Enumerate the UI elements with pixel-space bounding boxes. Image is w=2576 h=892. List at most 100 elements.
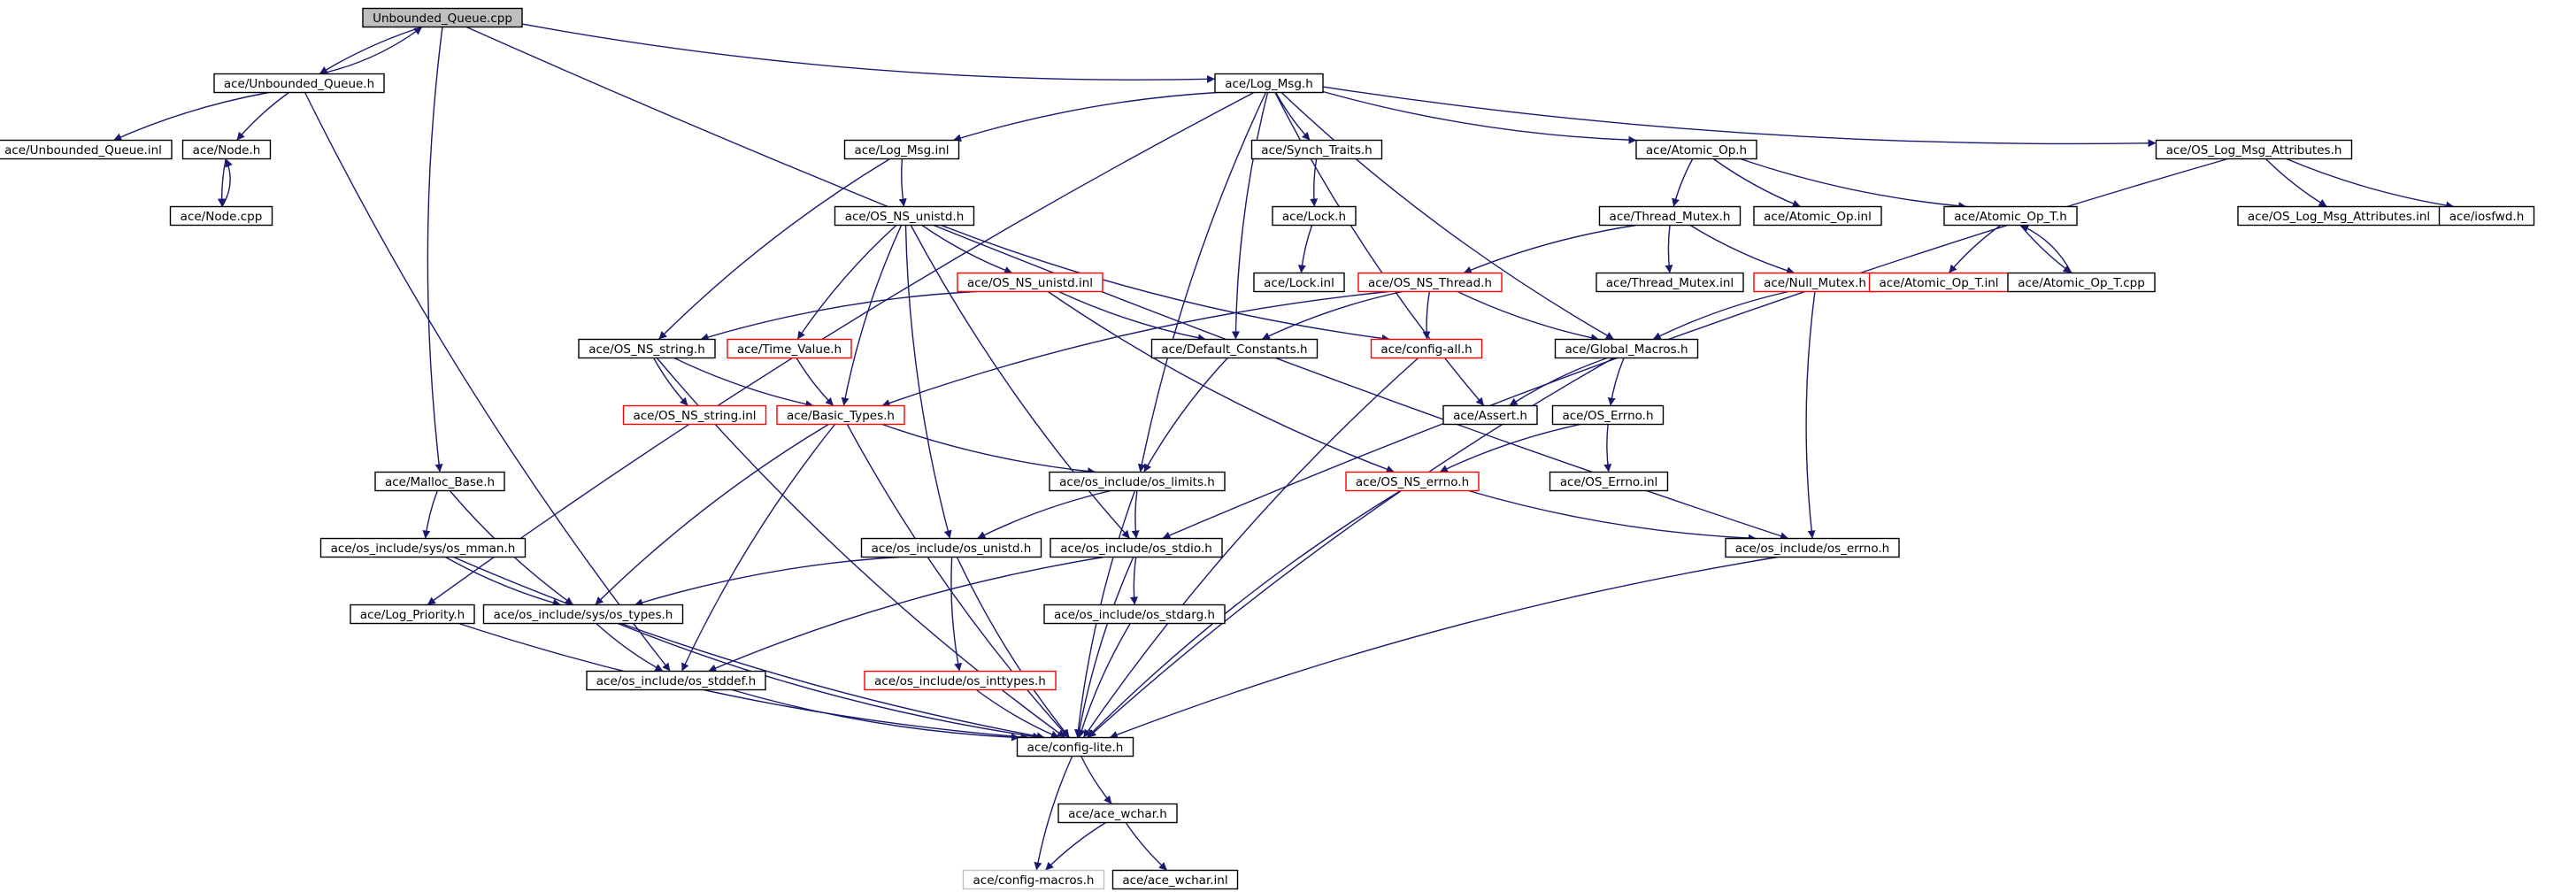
node-os-ns-unistd-h[interactable]: ace/OS_NS_unistd.h bbox=[834, 205, 975, 227]
node-ace-wchar-h[interactable]: ace/ace_wchar.h bbox=[1057, 803, 1178, 824]
node-os-ns-unistd-inl[interactable]: ace/OS_NS_unistd.inl bbox=[957, 272, 1103, 293]
edge-unbounded-queue-h-to-node-h bbox=[235, 91, 289, 141]
node-os-log-msg-attributes-inl[interactable]: ace/OS_Log_Msg_Attributes.inl bbox=[2237, 205, 2441, 227]
node-box bbox=[1598, 205, 1742, 227]
node-null-mutex-h[interactable]: ace/Null_Mutex.h bbox=[1753, 272, 1877, 293]
node-label: ace/Default_Constants.h bbox=[1161, 342, 1307, 357]
edge-line bbox=[427, 27, 443, 473]
edge-line bbox=[1652, 290, 1789, 341]
node-os-log-msg-attributes-h[interactable]: ace/OS_Log_Msg_Attributes.h bbox=[2155, 139, 2353, 160]
node-os-limits-h[interactable]: ace/os_include/os_limits.h bbox=[1049, 471, 1226, 492]
node-label: Unbounded_Queue.cpp bbox=[373, 12, 512, 26]
node-label: ace/Atomic_Op_T.h bbox=[1954, 210, 2067, 224]
node-sys-os-mman-h[interactable]: ace/os_include/sys/os_mman.h bbox=[319, 537, 527, 558]
node-label: ace/OS_NS_Thread.h bbox=[1368, 276, 1492, 290]
edge-log-msg-h-to-assert-h bbox=[1274, 92, 1485, 406]
edge-line bbox=[422, 490, 438, 539]
edge-line bbox=[1075, 557, 1134, 738]
node-assert-h[interactable]: ace/Assert.h bbox=[1442, 404, 1538, 426]
node-box bbox=[1596, 272, 1744, 293]
node-log-msg-inl[interactable]: ace/Log_Msg.inl bbox=[843, 139, 960, 160]
node-os-stdarg-h[interactable]: ace/os_include/os_stdarg.h bbox=[1043, 604, 1226, 625]
node-label: ace/OS_Log_Msg_Attributes.h bbox=[2166, 143, 2342, 158]
node-os-errno-inl[interactable]: ace/OS_Errno.inl bbox=[1549, 471, 1669, 492]
node-default-constants-h[interactable]: ace/Default_Constants.h bbox=[1150, 338, 1319, 359]
node-box bbox=[776, 404, 905, 426]
node-iosfwd-h[interactable]: ace/iosfwd.h bbox=[2438, 205, 2535, 227]
node-thread-mutex-h[interactable]: ace/Thread_Mutex.h bbox=[1598, 205, 1742, 227]
edge-node-h-to-node-cpp bbox=[217, 158, 227, 207]
edge-os-stdio-h-to-os-stddef-h bbox=[708, 556, 1104, 673]
edge-unbounded-queue-h-to-unbounded-queue-cpp bbox=[319, 26, 423, 75]
node-os-ns-string-h[interactable]: ace/OS_NS_string.h bbox=[578, 338, 716, 359]
node-malloc-base-h[interactable]: ace/Malloc_Base.h bbox=[374, 471, 505, 492]
node-atomic-op-t-cpp[interactable]: ace/Atomic_Op_T.cpp bbox=[2007, 272, 2156, 293]
node-basic-types-h[interactable]: ace/Basic_Types.h bbox=[776, 404, 905, 426]
node-box bbox=[2007, 272, 2156, 293]
node-box bbox=[213, 73, 385, 94]
node-label: ace/Assert.h bbox=[1453, 409, 1527, 423]
node-os-ns-string-inl[interactable]: ace/OS_NS_string.inl bbox=[622, 404, 767, 426]
node-ace-wchar-inl[interactable]: ace/ace_wchar.inl bbox=[1111, 869, 1239, 890]
edge-line bbox=[708, 556, 1104, 673]
node-node-cpp[interactable]: ace/Node.cpp bbox=[169, 205, 273, 227]
edge-unbounded-queue-h-to-os-stddef-h bbox=[304, 92, 671, 672]
node-global-macros-h[interactable]: ace/Global_Macros.h bbox=[1554, 338, 1699, 359]
node-os-errno-h[interactable]: ace/OS_Errno.h bbox=[1551, 404, 1665, 426]
node-os-include-errno-h[interactable]: ace/os_include/os_errno.h bbox=[1725, 537, 1900, 558]
node-log-priority-h[interactable]: ace/Log_Priority.h bbox=[350, 604, 475, 625]
edge-line bbox=[1129, 557, 1138, 605]
node-config-lite-h[interactable]: ace/config-lite.h bbox=[1016, 736, 1134, 757]
node-label: ace/ace_wchar.inl bbox=[1122, 873, 1227, 888]
edge-log-msg-inl-to-os-ns-unistd-h bbox=[898, 158, 907, 207]
node-node-h[interactable]: ace/Node.h bbox=[181, 139, 272, 160]
edge-line bbox=[444, 556, 561, 607]
node-label: ace/Node.cpp bbox=[181, 210, 263, 224]
node-box bbox=[578, 338, 716, 359]
node-box bbox=[1043, 604, 1226, 625]
edge-os-ns-thread-h-to-config-all-h bbox=[1422, 291, 1431, 340]
edge-os-ns-unistd-inl-to-default-constants-h bbox=[1058, 290, 1206, 342]
edge-log-msg-h-to-os-limits-h bbox=[1137, 92, 1267, 473]
edge-line bbox=[1080, 756, 1112, 804]
node-atomic-op-h[interactable]: ace/Atomic_Op.h bbox=[1635, 139, 1757, 160]
node-os-stddef-h[interactable]: ace/os_include/os_stddef.h bbox=[586, 670, 766, 691]
edge-line bbox=[319, 26, 423, 75]
node-box bbox=[350, 604, 475, 625]
node-box bbox=[1943, 205, 2078, 227]
node-time-value-h[interactable]: ace/Time_Value.h bbox=[727, 338, 852, 359]
edge-line bbox=[952, 91, 1218, 142]
edge-atomic-op-h-to-thread-mutex-h bbox=[1672, 158, 1694, 207]
node-box bbox=[319, 537, 527, 558]
node-os-inttypes-h[interactable]: ace/os_include/os_inttypes.h bbox=[864, 670, 1057, 691]
node-lock-h[interactable]: ace/Lock.h bbox=[1272, 205, 1357, 227]
edge-line bbox=[841, 225, 903, 406]
node-label: ace/OS_Log_Msg_Attributes.inl bbox=[2248, 210, 2430, 224]
node-os-stdio-h[interactable]: ace/os_include/os_stdio.h bbox=[1050, 537, 1223, 558]
node-unbounded-queue-inl[interactable]: ace/Unbounded_Queue.inl bbox=[0, 139, 173, 160]
edge-line bbox=[1422, 291, 1431, 340]
node-os-ns-errno-h[interactable]: ace/OS_NS_errno.h bbox=[1345, 471, 1480, 492]
edge-line bbox=[652, 358, 688, 406]
node-atomic-op-t-inl[interactable]: ace/Atomic_Op_T.inl bbox=[1868, 272, 2010, 293]
edge-unbounded-queue-cpp-to-log-msg-h bbox=[521, 23, 1216, 83]
node-log-msg-h[interactable]: ace/Log_Msg.h bbox=[1214, 73, 1324, 94]
edge-ace-wchar-h-to-config-macros-h bbox=[1044, 821, 1107, 871]
node-atomic-op-inl[interactable]: ace/Atomic_Op.inl bbox=[1753, 205, 1882, 227]
node-unbounded-queue-h[interactable]: ace/Unbounded_Queue.h bbox=[213, 73, 385, 94]
node-unbounded-queue-cpp[interactable]: Unbounded_Queue.cpp bbox=[362, 7, 523, 28]
edge-line bbox=[235, 91, 289, 141]
node-os-unistd-h[interactable]: ace/os_include/os_unistd.h bbox=[860, 537, 1042, 558]
node-atomic-op-t-h[interactable]: ace/Atomic_Op_T.h bbox=[1943, 205, 2078, 227]
node-thread-mutex-inl[interactable]: ace/Thread_Mutex.inl bbox=[1596, 272, 1744, 293]
node-box bbox=[1050, 537, 1223, 558]
node-lock-inl[interactable]: ace/Lock.inl bbox=[1253, 272, 1345, 293]
node-config-macros-h[interactable]: ace/config-macros.h bbox=[962, 869, 1105, 890]
node-config-all-h[interactable]: ace/config-all.h bbox=[1370, 338, 1483, 359]
edge-line bbox=[217, 158, 227, 207]
node-sys-os-types-h[interactable]: ace/os_include/sys/os_types.h bbox=[482, 604, 684, 625]
node-os-ns-thread-h[interactable]: ace/OS_NS_Thread.h bbox=[1357, 272, 1503, 293]
node-synch-traits-h[interactable]: ace/Synch_Traits.h bbox=[1250, 139, 1383, 160]
edge-line bbox=[1231, 92, 1269, 340]
